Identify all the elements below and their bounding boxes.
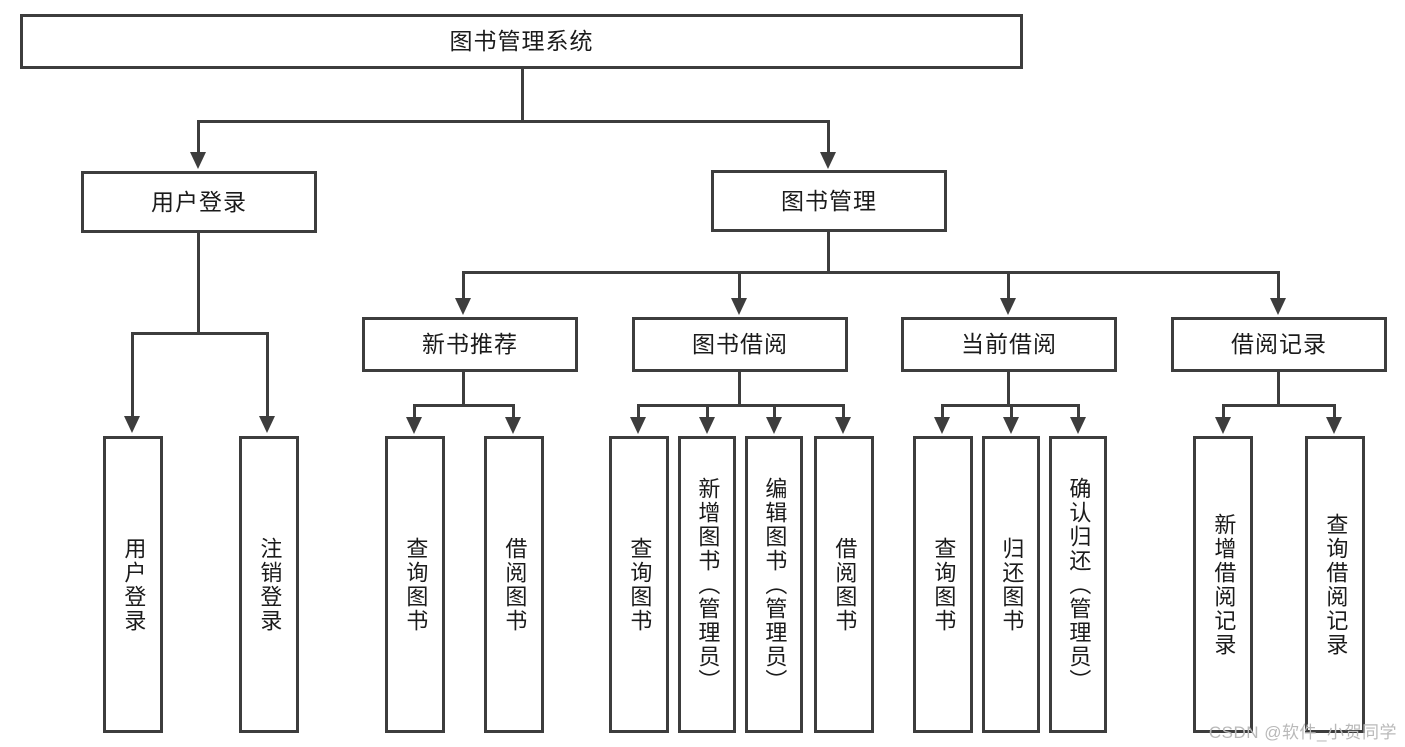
arrowhead-current-borrow [1000,298,1016,315]
node-user-login-label: 用户登录 [151,188,247,215]
edge-current-stem [1007,372,1010,406]
arrowhead-current-return [1003,417,1019,434]
edge-borrow-drop-2 [706,404,709,419]
edge-book-mgmt-drop-2 [738,271,741,300]
leaf-record-add[interactable]: 新增借阅记录 [1193,436,1253,733]
edge-user-login-bus [131,332,269,335]
edge-current-drop-1 [941,404,944,419]
arrowhead-book-borrow [731,298,747,315]
leaf-user-login-label: 用户登录 [121,536,147,633]
node-book-borrow-label: 图书借阅 [692,331,788,357]
edge-current-drop-2 [1010,404,1013,419]
leaf-record-query-label: 查询借阅记录 [1323,512,1349,657]
edge-record-drop-2 [1333,404,1336,419]
edge-root-stem [521,68,524,122]
arrowhead-user-login [190,152,206,169]
edge-recommend-stem [462,372,465,406]
leaf-recommend-borrow-book[interactable]: 借阅图书 [484,436,544,733]
leaf-record-query[interactable]: 查询借阅记录 [1305,436,1365,733]
leaf-logout[interactable]: 注销登录 [239,436,299,733]
node-book-management[interactable]: 图书管理 [711,170,947,232]
node-book-management-label: 图书管理 [781,187,877,214]
arrowhead-current-confirm [1070,417,1086,434]
arrowhead-leaf-user-login [124,416,140,433]
edge-borrow-drop-1 [637,404,640,419]
edge-record-drop-1 [1222,404,1225,419]
leaf-user-login[interactable]: 用户登录 [103,436,163,733]
leaf-borrow-add-book-label: 新增图书（管理员） [695,476,721,693]
edge-book-mgmt-bus [462,271,1280,274]
leaf-current-query-book[interactable]: 查询图书 [913,436,973,733]
edge-current-drop-3 [1077,404,1080,419]
leaf-borrow-take-book-label: 借阅图书 [832,536,858,633]
arrowhead-recommend-borrow [505,417,521,434]
edge-root-bus [197,120,829,123]
node-root-system[interactable]: 图书管理系统 [20,14,1023,69]
edge-borrow-bus [637,404,845,407]
edge-recommend-drop-1 [413,404,416,419]
node-root-system-label: 图书管理系统 [449,28,594,54]
edge-borrow-drop-3 [773,404,776,419]
arrowhead-borrow-record [1270,298,1286,315]
leaf-borrow-query-book[interactable]: 查询图书 [609,436,669,733]
arrowhead-current-query [934,417,950,434]
edge-borrow-drop-4 [842,404,845,419]
leaf-current-confirm-return-label: 确认归还（管理员） [1066,476,1092,693]
node-book-borrow[interactable]: 图书借阅 [632,317,848,372]
arrowhead-new-book-recommend [455,298,471,315]
leaf-borrow-take-book[interactable]: 借阅图书 [814,436,874,733]
arrowhead-record-query [1326,417,1342,434]
edge-user-login-stem [197,233,200,334]
arrowhead-leaf-logout [259,416,275,433]
leaf-borrow-add-book[interactable]: 新增图书（管理员） [678,436,736,733]
edge-root-to-user-login [197,120,200,154]
leaf-borrow-edit-book-label: 编辑图书（管理员） [762,476,788,693]
leaf-recommend-query-book[interactable]: 查询图书 [385,436,445,733]
arrowhead-book-mgmt [820,152,836,169]
leaf-current-return-book[interactable]: 归还图书 [982,436,1040,733]
edge-borrow-stem [738,372,741,406]
arrowhead-borrow-edit [766,417,782,434]
leaf-current-return-book-label: 归还图书 [999,536,1025,633]
arrowhead-borrow-add [699,417,715,434]
arrowhead-borrow-take [835,417,851,434]
edge-root-to-book-mgmt [827,120,830,154]
node-user-login[interactable]: 用户登录 [81,171,317,233]
leaf-borrow-edit-book[interactable]: 编辑图书（管理员） [745,436,803,733]
edge-book-mgmt-drop-1 [462,271,465,300]
leaf-current-query-book-label: 查询图书 [931,536,957,633]
node-current-borrow-label: 当前借阅 [961,331,1057,357]
node-new-book-recommend[interactable]: 新书推荐 [362,317,578,372]
arrowhead-record-add [1215,417,1231,434]
edge-record-stem [1277,372,1280,406]
edge-book-mgmt-stem [827,232,830,274]
node-borrow-record[interactable]: 借阅记录 [1171,317,1387,372]
node-new-book-recommend-label: 新书推荐 [422,331,518,357]
node-borrow-record-label: 借阅记录 [1231,331,1327,357]
leaf-borrow-query-book-label: 查询图书 [627,536,653,633]
edge-recommend-drop-2 [512,404,515,419]
edge-user-login-drop-1 [131,332,134,418]
arrowhead-borrow-query [630,417,646,434]
edge-book-mgmt-drop-4 [1277,271,1280,300]
edge-recommend-bus [413,404,515,407]
leaf-current-confirm-return[interactable]: 确认归还（管理员） [1049,436,1107,733]
edge-record-bus [1222,404,1336,407]
leaf-record-add-label: 新增借阅记录 [1211,512,1237,657]
leaf-recommend-borrow-book-label: 借阅图书 [502,536,528,633]
node-current-borrow[interactable]: 当前借阅 [901,317,1117,372]
leaf-logout-label: 注销登录 [257,536,283,633]
leaf-recommend-query-book-label: 查询图书 [403,536,429,633]
edge-user-login-drop-2 [266,332,269,418]
arrowhead-recommend-query [406,417,422,434]
edge-book-mgmt-drop-3 [1007,271,1010,300]
